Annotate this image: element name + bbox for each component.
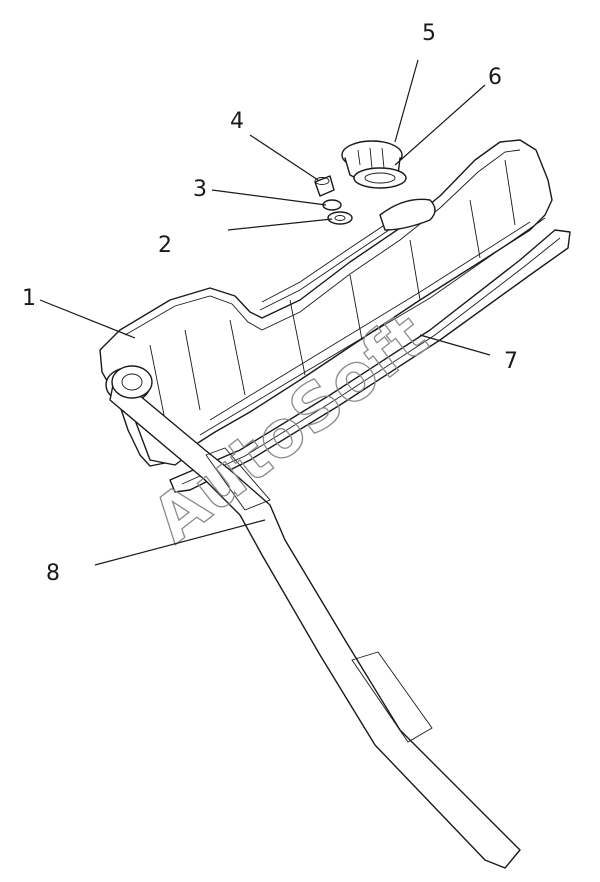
callout-7: 7 bbox=[504, 349, 518, 374]
callout-2: 2 bbox=[158, 233, 172, 258]
small-seal bbox=[327, 211, 353, 225]
callout-4: 4 bbox=[230, 109, 244, 134]
callout-6: 6 bbox=[488, 65, 502, 90]
callout-3: 3 bbox=[193, 177, 207, 202]
callout-8: 8 bbox=[46, 561, 60, 586]
callout-labels: 1 2 3 4 5 6 7 8 bbox=[22, 21, 518, 586]
breather-tube bbox=[109, 365, 521, 869]
leader-lines bbox=[39, 59, 491, 566]
callout-1: 1 bbox=[22, 286, 36, 311]
filler-cap-seal bbox=[353, 167, 407, 189]
callout-5: 5 bbox=[422, 21, 436, 46]
bolt bbox=[314, 175, 335, 197]
